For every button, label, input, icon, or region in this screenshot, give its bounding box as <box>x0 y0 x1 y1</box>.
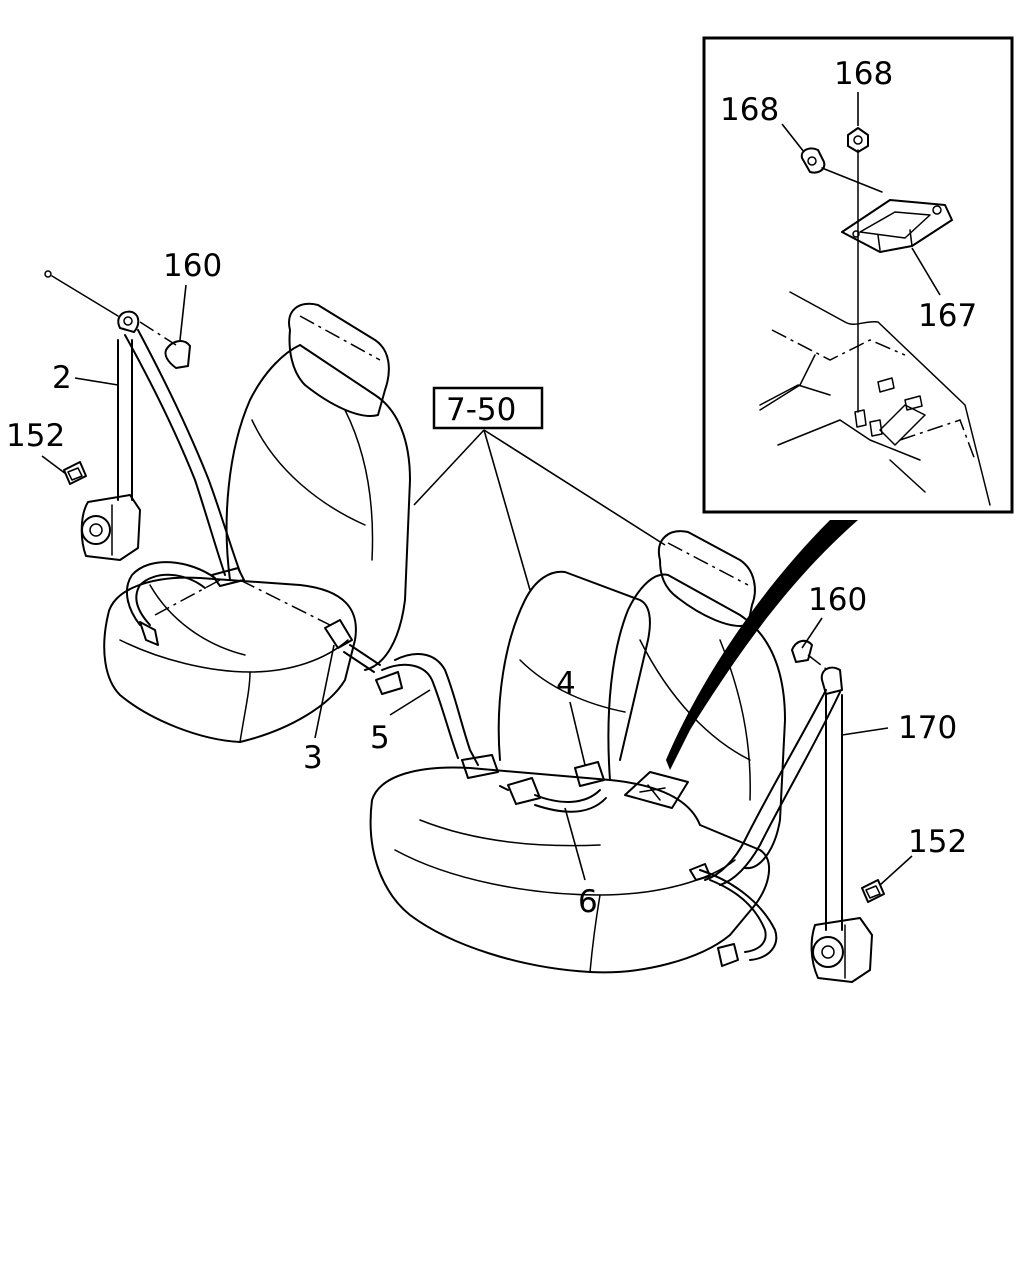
label-part-160-right: 160 <box>808 582 867 618</box>
left-seat-belt <box>44 270 331 646</box>
inset-label-part-167: 167 <box>918 298 977 334</box>
inset-label-part-168-left: 168 <box>720 92 779 128</box>
label-part-4: 4 <box>556 666 576 702</box>
label-part-2: 2 <box>52 360 72 396</box>
label-part-170: 170 <box>898 710 957 746</box>
part-callouts: 160 2 152 3 5 4 6 160 170 152 <box>6 248 967 920</box>
reference-group-7-50: 7-50 <box>413 386 666 591</box>
left-seat <box>103 302 411 743</box>
label-part-6: 6 <box>578 884 598 920</box>
buckles <box>324 619 689 813</box>
inset-label-part-168-top: 168 <box>834 56 893 92</box>
ref-label-7-50: 7-50 <box>446 392 516 428</box>
label-part-5: 5 <box>370 720 390 756</box>
label-part-160-left: 160 <box>163 248 222 284</box>
right-seat <box>369 530 786 974</box>
label-part-152-left: 152 <box>6 418 65 454</box>
label-part-152-right: 152 <box>908 824 967 860</box>
right-seat-belt <box>666 520 885 983</box>
inset-detail: 168 168 167 <box>702 36 1014 514</box>
label-part-3: 3 <box>303 740 323 776</box>
